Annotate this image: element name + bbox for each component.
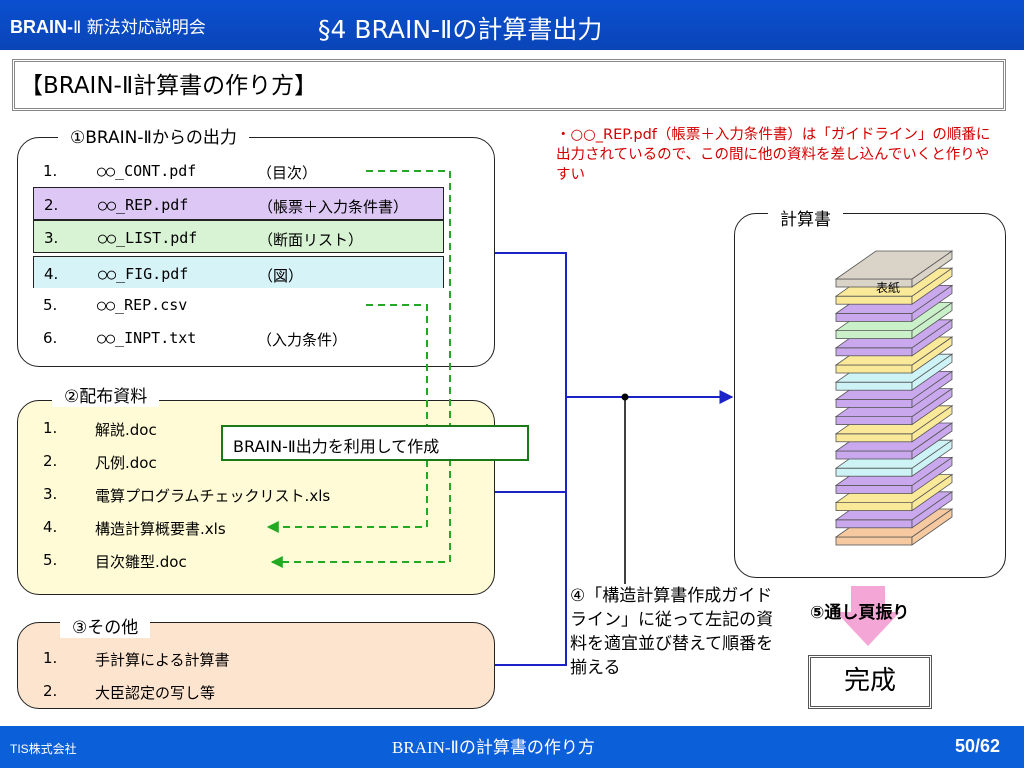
- done-box: 完成: [808, 655, 932, 709]
- company-name: TIS株式会社: [10, 742, 77, 756]
- footer-title: BRAIN-Ⅱの計算書の作り方: [392, 738, 595, 757]
- subtitle-box: [12, 59, 1006, 111]
- file-row: 1.○○_CONT.pdf（目次）: [33, 154, 444, 187]
- document-stack: [834, 250, 954, 546]
- file-row: 5.○○_REP.csv: [33, 288, 444, 321]
- group2-title: ②配布資料: [52, 382, 160, 407]
- file-row: 6.○○_INPT.txt（入力条件）: [33, 321, 444, 354]
- group1-title: ①BRAIN-Ⅱからの出力: [58, 123, 249, 148]
- file-row-highlight: 3.○○_LIST.pdf（断面リスト）: [33, 220, 444, 253]
- brand-label: BRAIN-Ⅱ 新法対応説明会: [10, 17, 206, 38]
- down-arrow-icon: [836, 586, 900, 646]
- slide-footer: TIS株式会社 BRAIN-Ⅱの計算書の作り方 50/62: [0, 726, 1024, 768]
- step5-label: ⑤通し頁振り: [810, 603, 910, 623]
- file-row-highlight: 2.○○_REP.pdf（帳票＋入力条件書）: [33, 187, 444, 220]
- cover-sheet: [834, 250, 954, 288]
- group3-title: ③その他: [60, 613, 151, 638]
- subtitle: 【BRAIN-Ⅱ計算書の作り方】: [20, 73, 318, 99]
- cover-label: 表紙: [876, 281, 901, 295]
- merge-connector: [495, 252, 734, 666]
- slide-title: §4 BRAIN-Ⅱの計算書出力: [318, 15, 603, 44]
- document-title: 計算書: [768, 205, 843, 230]
- dashed-connector: [266, 170, 451, 568]
- slide-header: BRAIN-Ⅱ 新法対応説明会 §4 BRAIN-Ⅱの計算書出力: [0, 0, 1024, 50]
- step4-note: ④「構造計算書作成ガイドライン」に従って左記の資料を適宜並び替えて順番を揃える: [570, 586, 774, 678]
- note-text: ・○○_REP.pdf（帳票＋入力条件書）は「ガイドライン」の順番に出力されてい…: [556, 127, 991, 183]
- page-number: 50/62: [955, 736, 1001, 756]
- callout-box: BRAIN-Ⅱ出力を利用して作成: [221, 425, 529, 461]
